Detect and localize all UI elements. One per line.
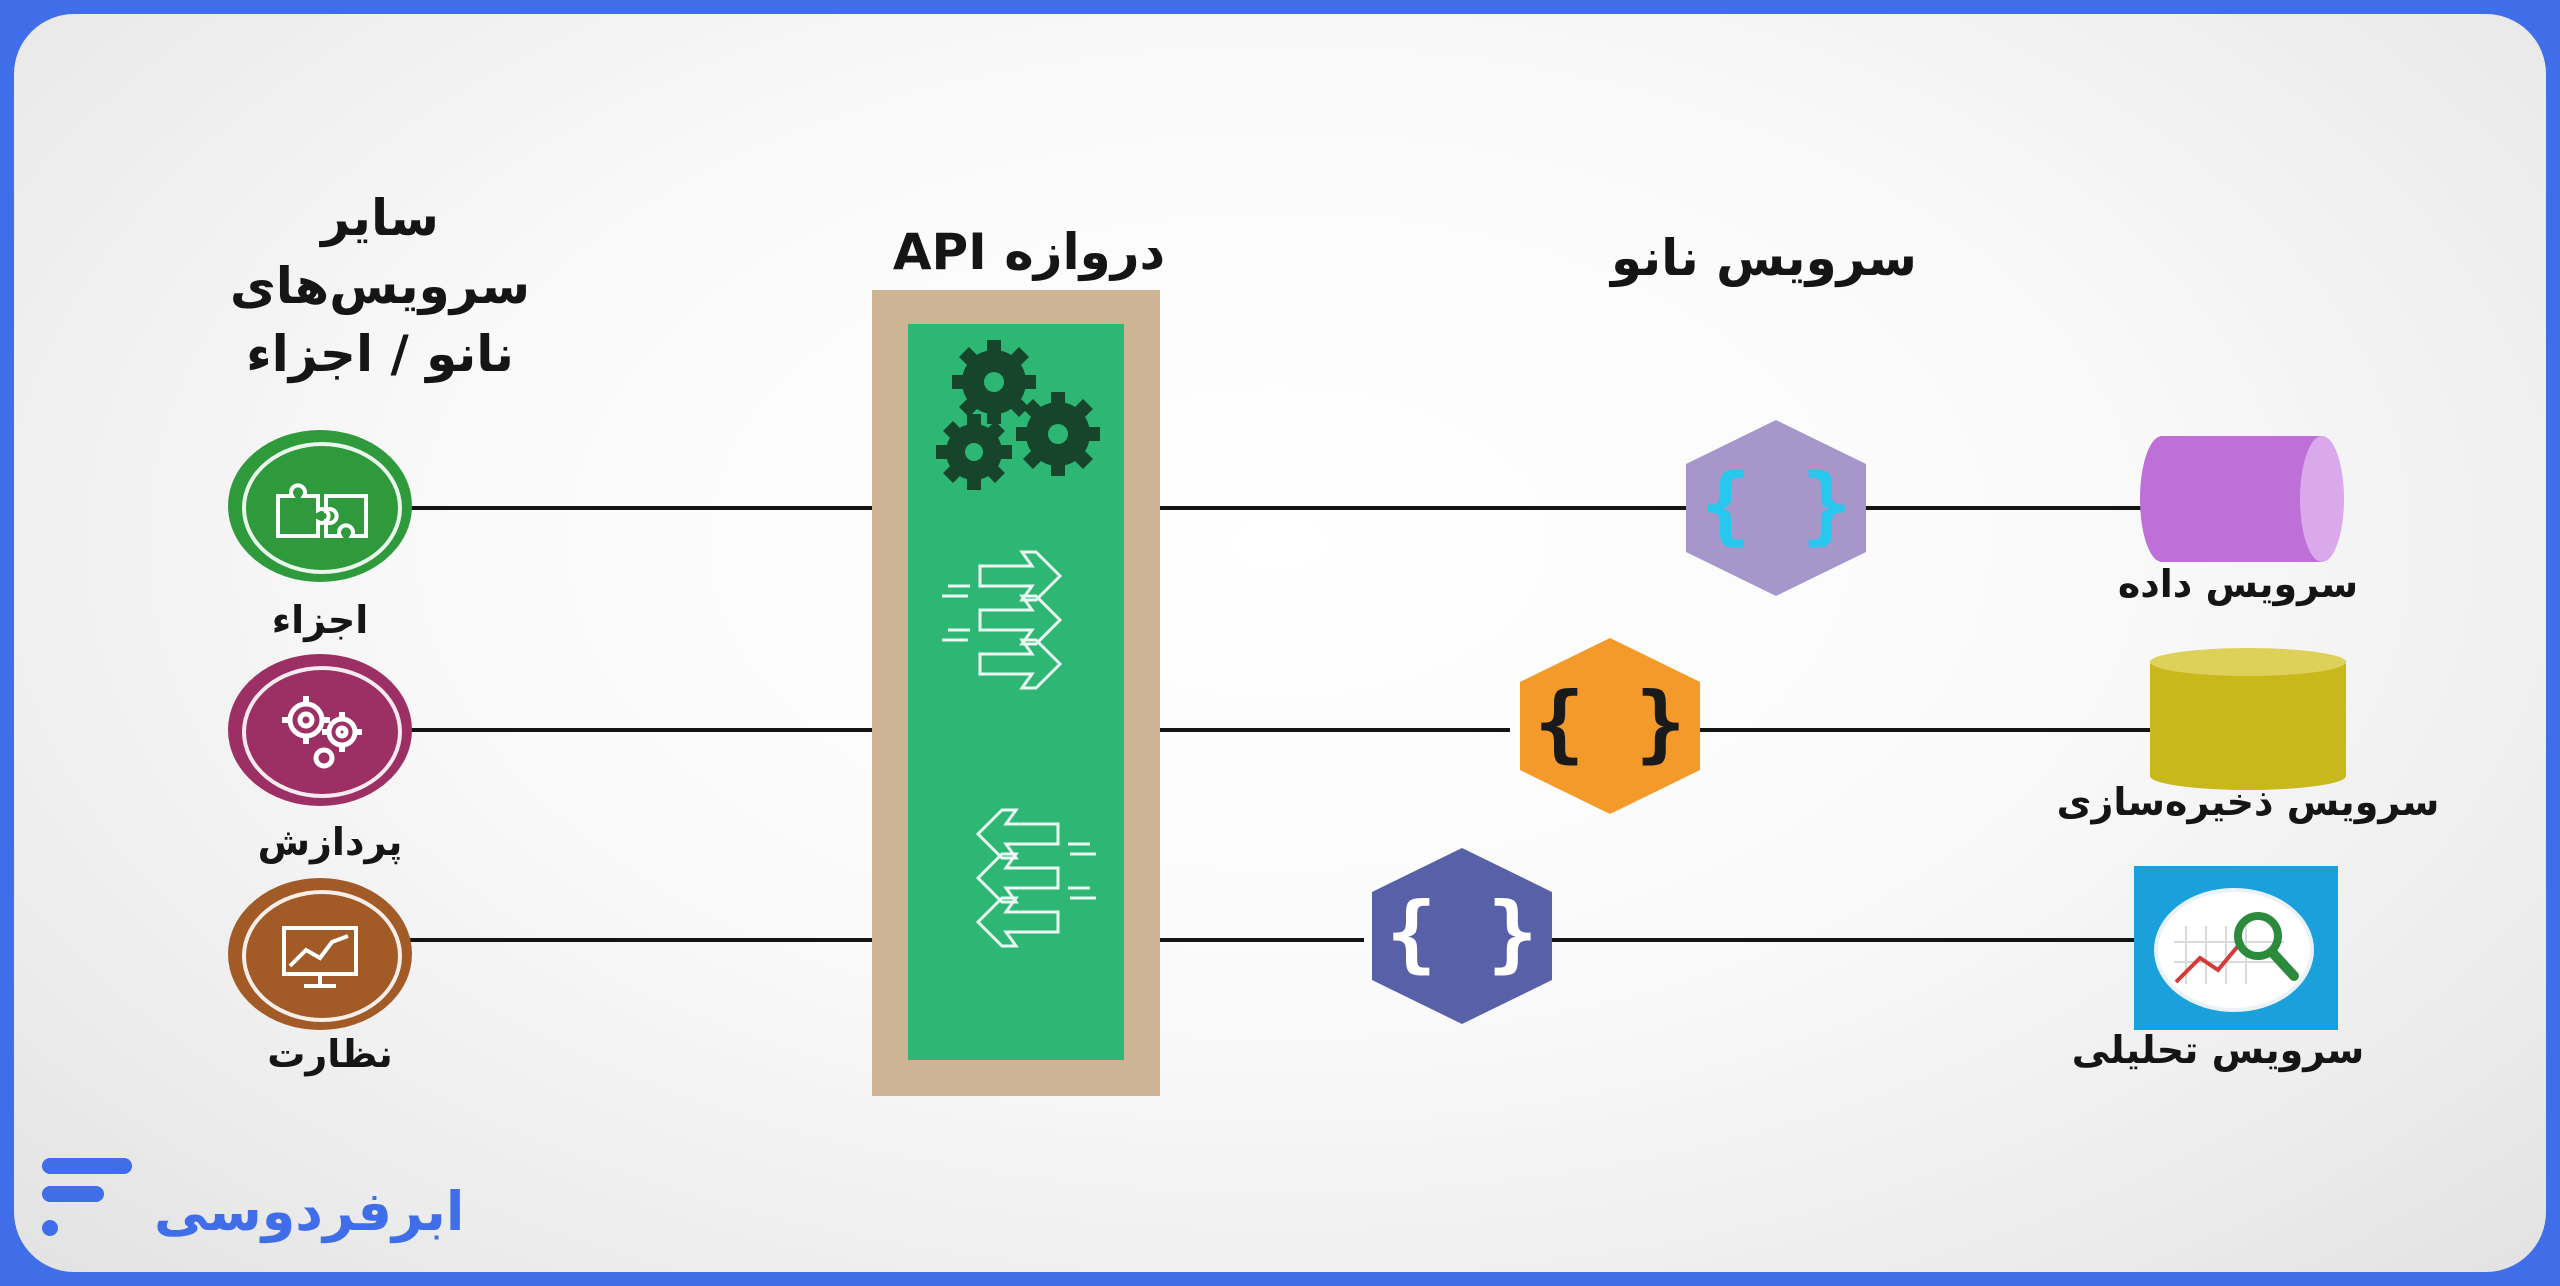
title-line-2: سرویس‌های: [229, 257, 531, 315]
connector-line: [410, 506, 886, 510]
gateway-icons: [936, 340, 1100, 948]
components-node: [228, 430, 412, 582]
yellow-cylinder-icon: [2150, 648, 2346, 790]
connector-line: [1160, 728, 1510, 732]
data-service-label: سرویس داده: [2117, 562, 2359, 606]
analytics-service-label: سرویس تحلیلی: [2071, 1028, 2365, 1072]
connector-line: [1160, 938, 1364, 942]
connector-line: [410, 728, 886, 732]
logo-mark-icon: [42, 1158, 132, 1236]
arrows-left-icon: [975, 808, 1096, 948]
connector-line: [1854, 506, 2142, 510]
braces-icon: { }: [1700, 456, 1852, 554]
braces-icon: { }: [1386, 884, 1538, 982]
puzzle-pieces-icon: [276, 483, 368, 538]
api-gateway-body: [908, 324, 1124, 1060]
brand-name: ابرفردوسی: [154, 1180, 465, 1243]
connector-line: [1160, 506, 1696, 510]
nano-service-hexagon-2: { }: [1520, 638, 1700, 814]
diagram-canvas: سایر سرویس‌های نانو / اجزاء دروازه API س…: [14, 14, 2546, 1272]
gears-icon: [282, 696, 362, 769]
gears-icon: [936, 340, 1100, 490]
title-line-1: سایر: [321, 189, 439, 247]
connector-line: [410, 938, 874, 942]
purple-cylinder-icon: [2140, 436, 2344, 562]
monitor-chart-icon: [282, 926, 358, 988]
nano-service-hexagon-1: { }: [1686, 420, 1866, 596]
nano-service-title: سرویس نانو: [1611, 229, 1917, 287]
other-services-title: سایر سرویس‌های نانو / اجزاء: [210, 184, 550, 388]
arrows-right-icon: [942, 550, 1063, 690]
connector-line: [1694, 728, 2154, 732]
title-line-3: نانو / اجزاء: [246, 325, 514, 383]
connector-line: [1548, 938, 2144, 942]
processing-label: پردازش: [257, 820, 403, 864]
monitoring-node: [228, 878, 412, 1030]
nano-service-hexagon-3: { }: [1372, 848, 1552, 1024]
processing-node: [228, 654, 412, 806]
monitoring-label: نظارت: [267, 1032, 393, 1076]
api-gateway-title: دروازه API: [892, 223, 1166, 281]
components-label: اجزاء: [271, 598, 369, 642]
storage-service-label: سرویس ذخیره‌سازی: [2056, 780, 2440, 824]
braces-icon: { }: [1534, 674, 1686, 772]
analytics-magnifier-icon: [2134, 866, 2338, 1030]
